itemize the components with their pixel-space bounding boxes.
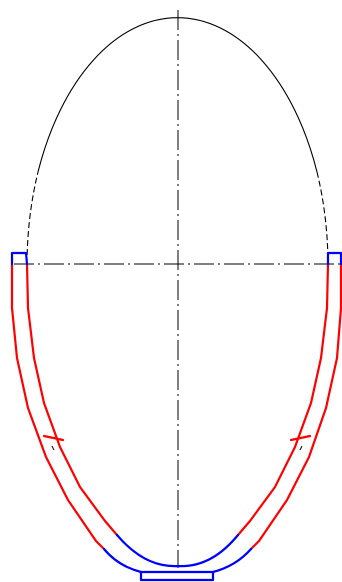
joint-ticks	[51, 445, 303, 451]
left-joint-tick	[51, 445, 55, 451]
bottom-nozzle-flange	[139, 570, 215, 582]
left-wall-joint	[42, 434, 65, 442]
red-wall-profile	[10, 262, 342, 551]
left-rim-flange	[10, 251, 29, 266]
ellipse-left-flank-dashed	[26, 171, 39, 265]
blue-bottom-profile	[10, 251, 342, 582]
right-wall-inner	[236, 262, 330, 537]
ellipse-right-flank-dashed	[316, 171, 329, 265]
left-wall-outer	[10, 262, 106, 551]
ellipse-upper-arc-solid	[37, 17, 318, 173]
bottom-inner-curve	[115, 533, 240, 568]
right-rim-flange	[326, 251, 342, 266]
bottom-outer-curve	[102, 547, 253, 574]
right-wall-joint	[289, 434, 312, 442]
centerlines	[14, 10, 340, 568]
right-wall-outer	[249, 262, 342, 551]
left-wall-inner	[25, 262, 119, 537]
right-joint-tick	[299, 445, 303, 451]
